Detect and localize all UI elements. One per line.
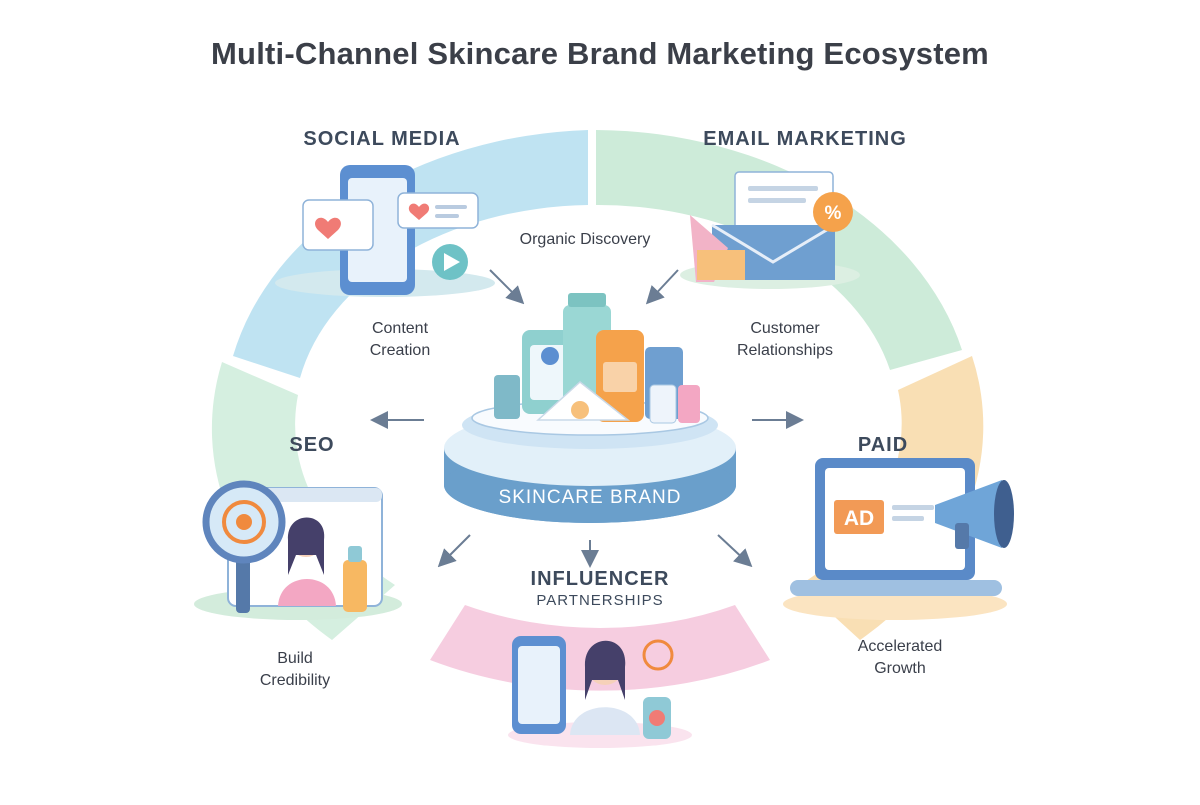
product-orange-label — [603, 362, 637, 392]
flow-label-accelerated-growth-line2: Growth — [874, 660, 926, 677]
influencer-illustration — [508, 636, 692, 748]
flow-label-customer-relationships-line1: Customer — [750, 320, 820, 337]
megaphone-handle — [955, 523, 969, 549]
percent-tag-symbol: % — [825, 203, 842, 224]
arrow-social-to-hub — [489, 269, 525, 305]
card-line — [435, 214, 459, 218]
seo-illustration — [194, 480, 402, 620]
person-hair — [287, 517, 325, 575]
channel-title-email-marketing: EMAIL MARKETING — [703, 128, 907, 150]
heart-icon — [408, 203, 430, 220]
spark-circle — [642, 639, 674, 671]
flow-label-content-creation-line2: Creation — [369, 342, 431, 359]
social-card-right — [397, 192, 479, 229]
card-line — [435, 205, 467, 209]
product-jar-dot — [541, 347, 559, 365]
channel-title-paid: PAID — [857, 434, 909, 456]
arrow-hub-to-paid-lower — [717, 534, 753, 568]
ad-badge-icon — [834, 500, 884, 534]
magnifier-handle — [236, 555, 250, 613]
product-small-pink — [678, 385, 700, 423]
laptop-base — [790, 580, 1002, 596]
flow-label-customer-relationships-line2: Relationships — [736, 342, 834, 359]
ad-line — [892, 516, 924, 521]
letter-line — [748, 186, 818, 191]
flow-label-build-credibility-line2: Credibility — [259, 672, 331, 689]
megaphone-bell — [994, 480, 1014, 548]
email-illustration: % — [680, 171, 860, 289]
product-bottle-cap — [568, 293, 606, 307]
product-small-white — [649, 384, 677, 424]
cosmetic-box — [697, 250, 745, 280]
flow-label-content-creation: Content Creation — [330, 318, 470, 362]
channel-title-social-media: SOCIAL MEDIA — [303, 128, 461, 150]
percent-tag-icon — [813, 192, 853, 232]
serum-bottle — [343, 560, 367, 612]
target-center — [236, 514, 252, 530]
person-hair — [584, 640, 626, 700]
influencer-phone-screen — [518, 646, 560, 724]
serum-cap — [348, 546, 362, 562]
ad-line — [892, 505, 934, 510]
hub-label: SKINCARE BRAND — [499, 487, 682, 508]
arrow-hub-to-seo-lower — [437, 534, 471, 568]
product-small-teal — [494, 375, 520, 419]
envelope-flap — [711, 223, 836, 264]
target-icon — [222, 500, 266, 544]
flow-label-content-creation-line1: Content — [371, 320, 429, 337]
flow-label-customer-relationships: Customer Relationships — [710, 318, 860, 362]
ring-segment-social — [233, 130, 588, 378]
heart-icon — [315, 217, 341, 239]
flow-label-build-credibility-line1: Build — [277, 650, 313, 667]
flow-label-accelerated-growth: Accelerated Growth — [835, 636, 965, 680]
channel-subtitle-influencer: PARTNERSHIPS — [536, 592, 664, 609]
bottle-label — [649, 710, 665, 726]
channel-title-seo: SEO — [289, 434, 335, 456]
person-body — [278, 579, 336, 606]
product-cloth — [536, 381, 631, 421]
flow-arrows — [370, 269, 804, 568]
flow-label-organic-discovery: Organic Discovery — [519, 231, 651, 248]
flow-label-accelerated-growth-line1: Accelerated — [857, 638, 943, 655]
play-icon — [444, 253, 460, 271]
hub-products — [494, 293, 700, 424]
flow-label-build-credibility: Build Credibility — [235, 648, 355, 692]
ad-badge-text: AD — [844, 507, 874, 530]
person-icon — [570, 707, 640, 735]
product-jar-label — [530, 345, 572, 400]
channel-title-influencer: INFLUENCER — [530, 568, 670, 590]
letter-line — [748, 198, 806, 203]
ring-segment-email — [596, 130, 962, 370]
page-title: Multi-Channel Skincare Brand Marketing E… — [211, 36, 989, 71]
product-flower — [571, 401, 589, 419]
arrow-email-to-hub — [645, 269, 679, 305]
social-media-illustration — [275, 165, 495, 297]
megaphone-icon — [935, 480, 1002, 548]
paid-illustration: AD — [783, 458, 1014, 620]
